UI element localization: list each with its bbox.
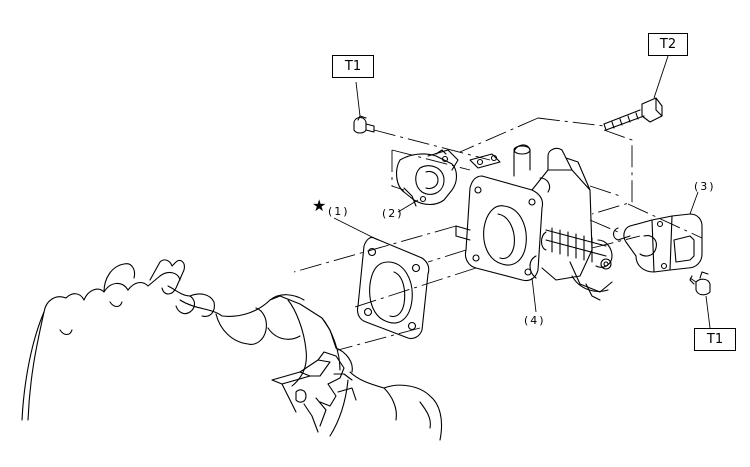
throttle-body	[455, 144, 613, 301]
screw-t1-right	[689, 271, 711, 296]
screw-t1-top	[353, 115, 375, 134]
leader-lines	[333, 55, 711, 329]
torque-label-t1-top: T1	[332, 55, 374, 78]
torque-label-t1-right: T1	[694, 328, 736, 351]
part-label-3: (3)	[694, 180, 716, 193]
intake-manifold	[21, 259, 443, 441]
long-bolt-t2	[603, 97, 663, 131]
throttle-position-sensor	[395, 149, 459, 207]
replace-star-icon: ★	[312, 196, 327, 215]
idle-air-control-valve	[612, 213, 703, 273]
assembly-lines	[293, 117, 703, 351]
mounting-bracket	[271, 351, 357, 433]
torque-label-t2: T2	[648, 33, 688, 56]
part-label-4: (4)	[524, 314, 546, 327]
part-label-1: (1)	[328, 205, 350, 218]
part-label-2: (2)	[382, 207, 404, 220]
throttle-body-gasket	[356, 236, 430, 340]
